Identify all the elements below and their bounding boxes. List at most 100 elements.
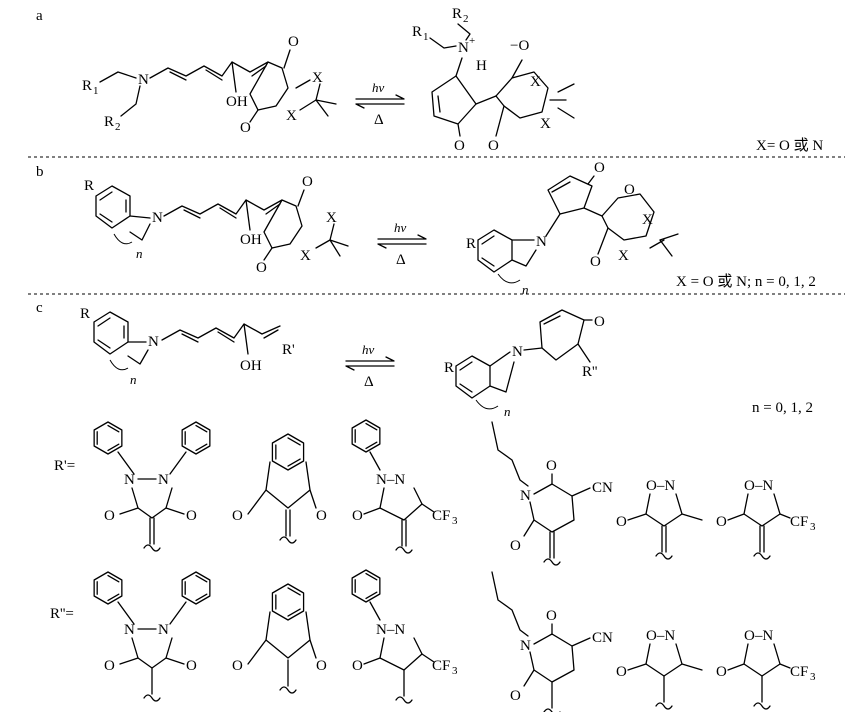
svg-text:3: 3 bbox=[452, 665, 458, 677]
equilibrium-arrow-c: hv Δ bbox=[345, 342, 395, 390]
svg-text:O: O bbox=[590, 254, 601, 270]
svg-text:3: 3 bbox=[810, 521, 816, 533]
oh-label-a: OH bbox=[226, 94, 248, 110]
phenyl-ring bbox=[93, 571, 123, 605]
attachment-point bbox=[395, 696, 413, 704]
svg-text:hv: hv bbox=[394, 220, 407, 235]
svg-text:O: O bbox=[594, 160, 605, 176]
svg-text:+: + bbox=[469, 35, 475, 47]
svg-text:N: N bbox=[512, 344, 523, 360]
attachment-point bbox=[753, 702, 771, 710]
r2-label: R bbox=[104, 114, 114, 130]
svg-text:n: n bbox=[130, 372, 137, 387]
svg-text:R: R bbox=[452, 6, 462, 22]
svg-text:O–N: O–N bbox=[744, 628, 773, 644]
svg-text:X: X bbox=[312, 70, 323, 86]
svg-text:O: O bbox=[256, 260, 267, 276]
svg-text:O: O bbox=[352, 508, 363, 524]
svg-text:O: O bbox=[546, 608, 557, 624]
attachment-point bbox=[753, 552, 771, 560]
svg-text:N–N: N–N bbox=[376, 472, 405, 488]
svg-text:CF: CF bbox=[432, 658, 450, 674]
svg-text:O: O bbox=[616, 664, 627, 680]
svg-text:3: 3 bbox=[810, 671, 816, 683]
svg-text:N: N bbox=[124, 622, 135, 638]
svg-text:O: O bbox=[316, 508, 327, 524]
svg-text:O: O bbox=[232, 508, 243, 524]
svg-text:O: O bbox=[510, 688, 521, 704]
phenyl-ring bbox=[93, 421, 123, 455]
stenhouse-closed-form-a: R 2 R 1 N + H −O O X X O bbox=[412, 6, 575, 154]
attachment-point bbox=[279, 536, 297, 544]
r-prime-row-label: R'= bbox=[54, 458, 75, 474]
attachment-point bbox=[143, 694, 161, 702]
svg-text:O: O bbox=[510, 538, 521, 554]
svg-text:O: O bbox=[186, 658, 197, 674]
svg-text:N: N bbox=[152, 210, 163, 226]
ammonium-n: N bbox=[458, 40, 469, 56]
svg-text:N: N bbox=[520, 638, 531, 654]
svg-text:2: 2 bbox=[115, 121, 121, 133]
panel-label-c: c bbox=[36, 300, 43, 316]
svg-text:N: N bbox=[158, 472, 169, 488]
attachment-point bbox=[543, 558, 561, 566]
svg-text:O–N: O–N bbox=[744, 478, 773, 494]
svg-text:Δ: Δ bbox=[364, 374, 374, 390]
svg-text:R: R bbox=[466, 236, 476, 252]
svg-text:hv: hv bbox=[372, 80, 385, 95]
svg-text:O–N: O–N bbox=[646, 628, 675, 644]
svg-text:Δ: Δ bbox=[374, 112, 384, 128]
svg-text:R: R bbox=[80, 306, 90, 322]
svg-text:R: R bbox=[444, 360, 454, 376]
r1-label: R bbox=[82, 78, 92, 94]
svg-text:O: O bbox=[288, 34, 299, 50]
svg-text:H: H bbox=[476, 58, 487, 74]
open-form-c: R N n OH R' bbox=[80, 306, 295, 387]
r-prime-label: R' bbox=[282, 342, 295, 358]
phenyl-ring bbox=[271, 433, 305, 471]
svg-text:O: O bbox=[186, 508, 197, 524]
svg-text:1: 1 bbox=[423, 31, 429, 43]
svg-text:X: X bbox=[326, 210, 337, 226]
svg-text:O: O bbox=[546, 458, 557, 474]
note-c: n = 0, 1, 2 bbox=[752, 400, 813, 416]
svg-text:3: 3 bbox=[452, 515, 458, 527]
svg-text:O: O bbox=[616, 514, 627, 530]
attachment-point bbox=[543, 708, 561, 712]
svg-text:2: 2 bbox=[463, 13, 469, 25]
svg-text:N: N bbox=[520, 488, 531, 504]
svg-text:O: O bbox=[624, 182, 635, 198]
svg-text:1: 1 bbox=[93, 85, 99, 97]
svg-text:N: N bbox=[536, 234, 547, 250]
svg-text:X: X bbox=[286, 108, 297, 124]
svg-text:Δ: Δ bbox=[396, 252, 406, 268]
equilibrium-arrow-b: hv Δ bbox=[377, 220, 427, 268]
svg-text:n: n bbox=[136, 246, 143, 261]
svg-text:CF: CF bbox=[432, 508, 450, 524]
svg-text:X: X bbox=[300, 248, 311, 264]
svg-text:n: n bbox=[504, 404, 511, 419]
r-double-prime-row-label: R''= bbox=[50, 606, 74, 622]
svg-text:O: O bbox=[104, 508, 115, 524]
panel-label-b: b bbox=[36, 164, 44, 180]
svg-text:CN: CN bbox=[592, 630, 613, 646]
svg-text:X: X bbox=[540, 116, 551, 132]
svg-text:R: R bbox=[84, 178, 94, 194]
r-double-prime-label: R'' bbox=[582, 364, 598, 380]
svg-text:N–N: N–N bbox=[376, 622, 405, 638]
attachment-point bbox=[655, 702, 673, 710]
svg-text:O: O bbox=[316, 658, 327, 674]
svg-text:CF: CF bbox=[790, 664, 808, 680]
svg-text:O: O bbox=[232, 658, 243, 674]
stenhouse-closed-form-b: R N n O O X X O bbox=[466, 160, 679, 297]
svg-text:O: O bbox=[716, 664, 727, 680]
svg-text:X: X bbox=[618, 248, 629, 264]
attachment-point bbox=[655, 552, 673, 560]
amine-n: N bbox=[138, 72, 149, 88]
svg-text:OH: OH bbox=[240, 232, 262, 248]
svg-text:OH: OH bbox=[240, 358, 262, 374]
svg-text:O: O bbox=[454, 138, 465, 154]
svg-text:O: O bbox=[594, 314, 605, 330]
svg-text:O: O bbox=[240, 120, 251, 136]
